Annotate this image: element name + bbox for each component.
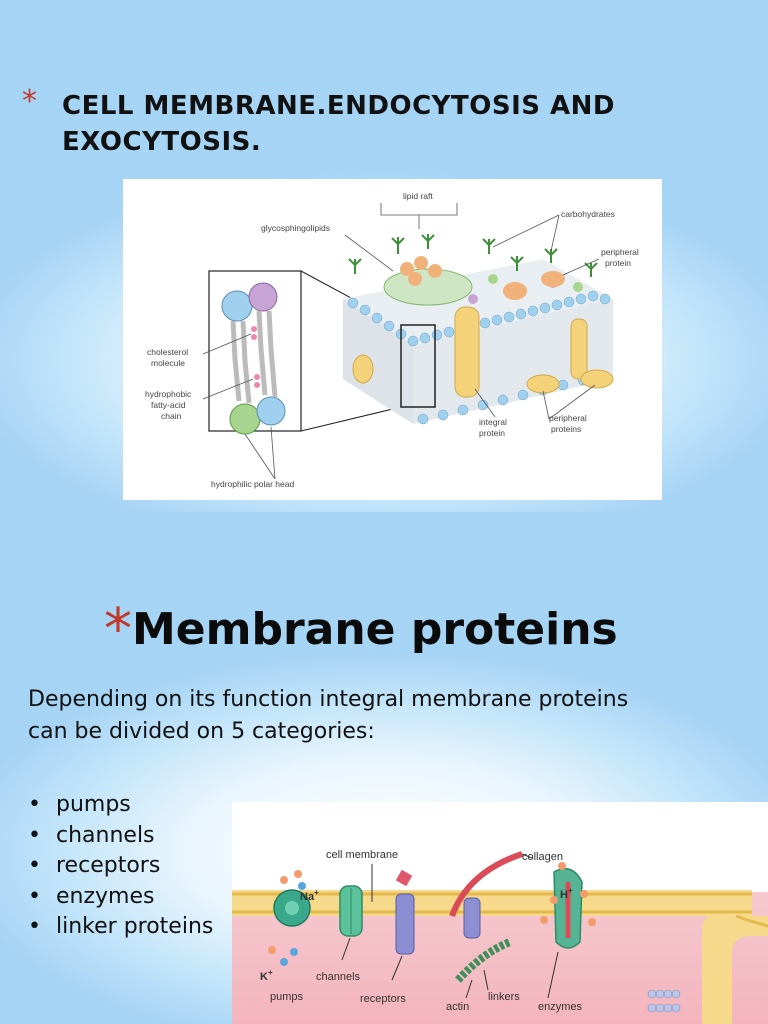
membrane-diagram: lipid raft glycosphingolipids carbohydra… [145, 191, 639, 489]
label-peripheral-protein-1: peripheral [601, 247, 639, 257]
label-actin: actin [446, 1001, 469, 1013]
membrane-structure-figure: lipid raft glycosphingolipids carbohydra… [123, 179, 662, 500]
label-hydrophobic-3: chain [161, 411, 182, 421]
label-collagen: collagen [522, 851, 563, 863]
label-carbohydrates: carbohydrates [561, 209, 615, 219]
list-item: pumps [28, 790, 213, 821]
label-peripheral-protein-2: protein [605, 258, 631, 268]
slide-title: CELL MEMBRANE.ENDOCYTOSIS AND EXOCYTOSIS… [62, 91, 615, 157]
label-hydrophobic-1: hydrophobic [145, 389, 192, 399]
label-cholesterol-1: cholesterol [147, 347, 188, 357]
membrane-proteins-figure: cell membrane collagen Na+ H+ K+ channel… [232, 802, 768, 1024]
label-hydrogen: H+ [560, 886, 573, 901]
label-peripheral-proteins-1: peripheral [549, 413, 587, 423]
bullet-star-icon: * [22, 84, 37, 119]
label-hydrophobic-2: fatty-acid [151, 400, 186, 410]
label-receptors: receptors [360, 993, 406, 1005]
slide-cell-membrane: * CELL MEMBRANE.ENDOCYTOSIS AND EXOCYTOS… [0, 0, 768, 512]
label-integral-1: integral [479, 417, 507, 427]
label-sodium: Na+ [300, 888, 319, 903]
label-glycosphingolipids: glycosphingolipids [261, 223, 330, 233]
list-item: enzymes [28, 882, 213, 913]
label-potassium: K+ [260, 968, 273, 983]
slide-membrane-proteins: *Membrane proteins Depending on its func… [0, 512, 768, 1024]
list-item: linker proteins [28, 912, 213, 943]
protein-category-list: pumps channels receptors enzymes linker … [28, 790, 213, 943]
label-cell-membrane: cell membrane [326, 849, 398, 861]
label-enzymes: enzymes [538, 1001, 583, 1013]
label-polar-head: hydrophilic polar head [211, 479, 294, 489]
list-item: receptors [28, 851, 213, 882]
slide-title: Membrane proteins [132, 604, 618, 655]
label-cholesterol-2: molecule [151, 358, 185, 368]
label-channels: channels [316, 971, 361, 983]
label-linkers: linkers [488, 991, 520, 1003]
membrane-proteins-diagram: cell membrane collagen Na+ H+ K+ channel… [232, 849, 768, 1024]
label-peripheral-proteins-2: proteins [551, 424, 581, 434]
label-lipid-raft: lipid raft [403, 191, 433, 201]
list-item: channels [28, 821, 213, 852]
bullet-star-icon: * [104, 597, 132, 662]
intro-paragraph: Depending on its function integral membr… [28, 687, 629, 744]
slide-title-row: *Membrane proteins [104, 602, 618, 658]
label-pumps: pumps [270, 991, 304, 1003]
label-integral-2: protein [479, 428, 505, 438]
